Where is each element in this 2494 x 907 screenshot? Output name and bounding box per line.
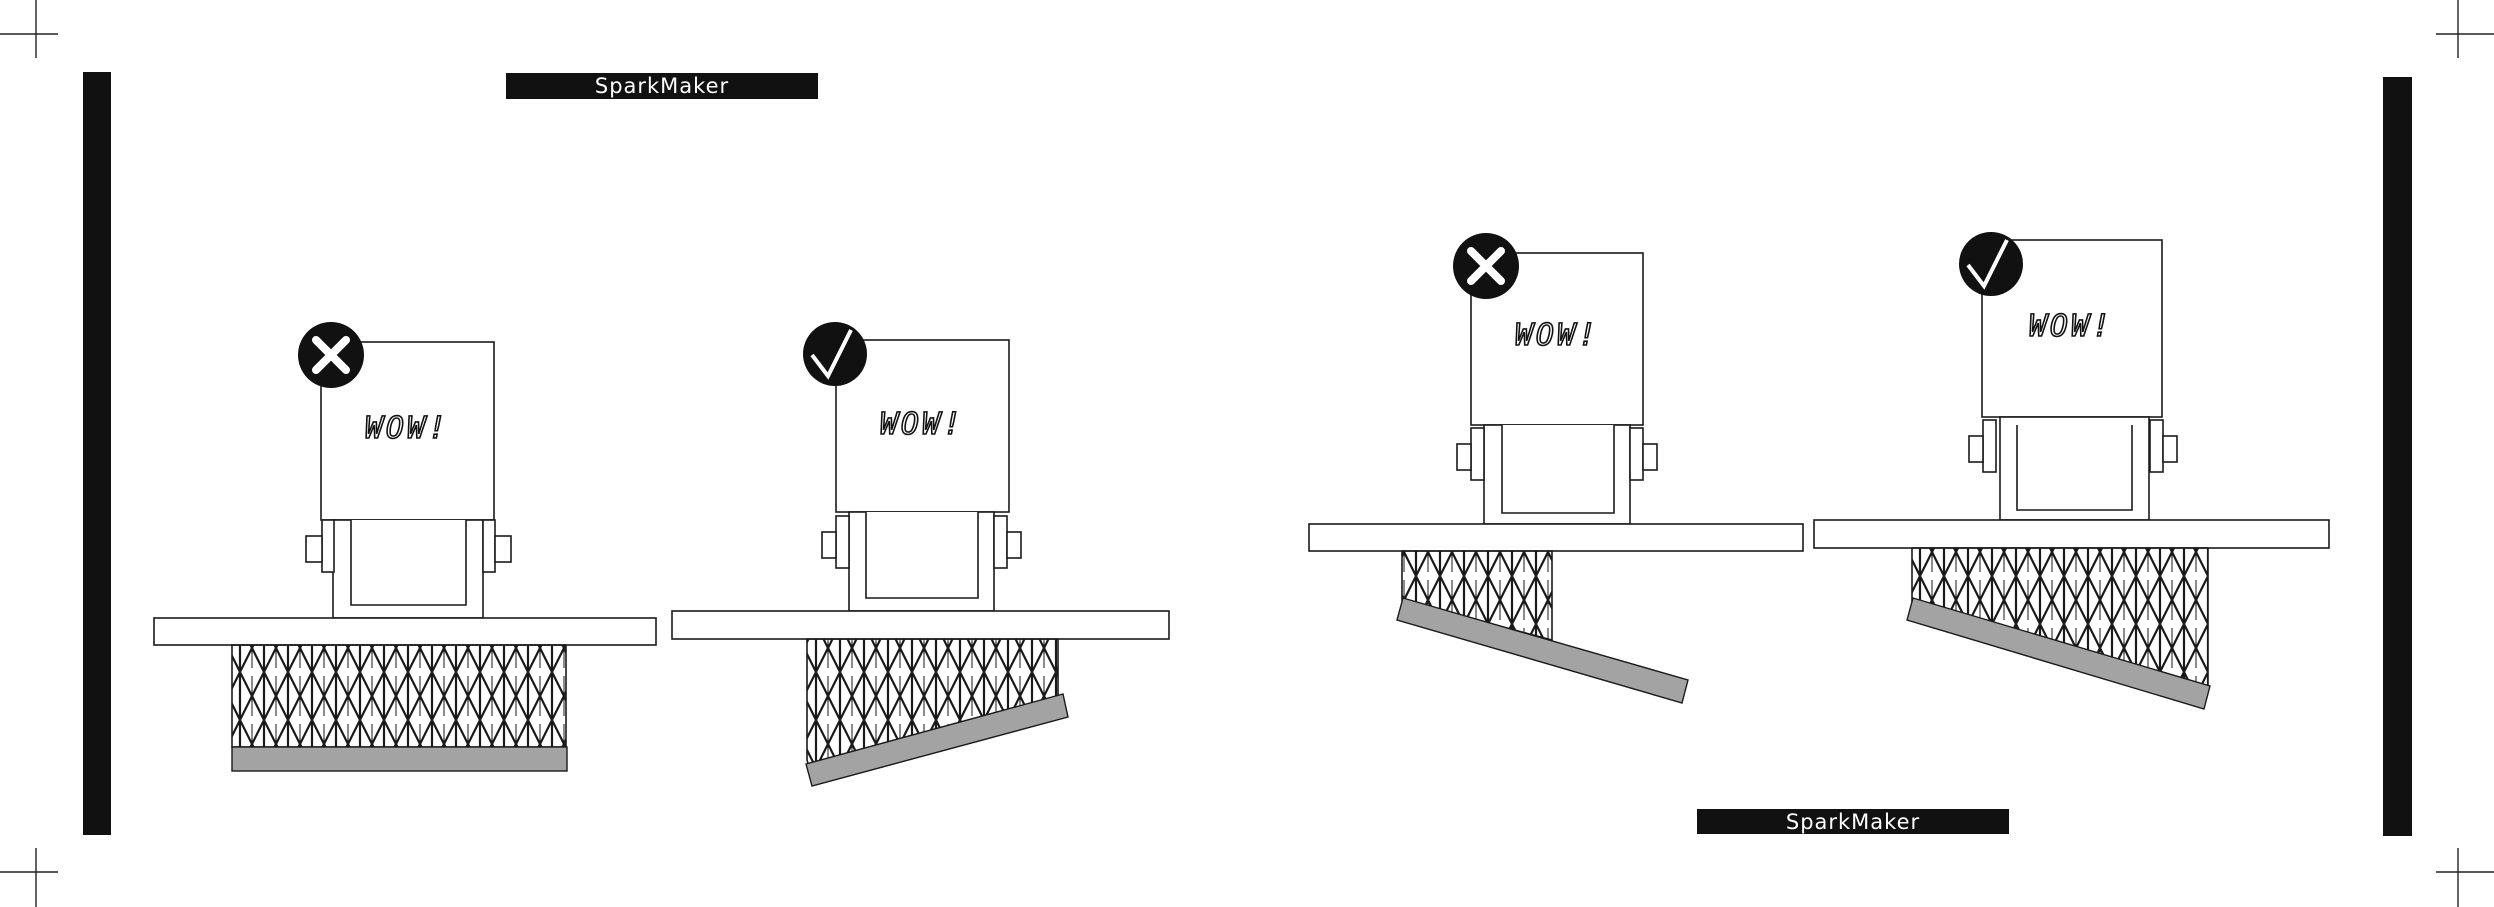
platform-bracket	[1457, 425, 1657, 524]
cross-icon	[1453, 233, 1519, 299]
build-plate	[1814, 520, 2329, 548]
build-plate	[672, 611, 1169, 639]
resin-plate	[232, 747, 567, 771]
platform-bracket	[1969, 417, 2177, 520]
check-icon	[1959, 232, 2023, 296]
panel-4-correct: WOW!	[1814, 232, 2329, 709]
top-logo-text: SparkMaker	[595, 74, 729, 98]
panel-2-correct: WOW!	[672, 322, 1169, 786]
right-side-bar	[2383, 77, 2412, 836]
top-logo-bar: SparkMaker	[506, 73, 818, 99]
bottom-logo-text: SparkMaker	[1786, 810, 1920, 834]
support-lattice	[232, 645, 566, 747]
model-text: WOW!	[880, 407, 964, 442]
platform-bracket	[822, 512, 1021, 611]
panel-1-incorrect: WOW!	[154, 322, 656, 771]
model-text: WOW!	[1515, 318, 1599, 353]
bottom-logo-bar: SparkMaker	[1697, 809, 2009, 834]
platform-bracket	[306, 520, 511, 618]
model-text: WOW!	[365, 411, 449, 446]
model-text: WOW!	[2029, 309, 2113, 344]
left-side-bar	[83, 72, 111, 835]
build-plate	[1309, 524, 1803, 551]
check-icon	[803, 322, 867, 386]
cross-icon	[298, 322, 364, 388]
build-plate	[154, 618, 656, 645]
panel-3-incorrect: WOW!	[1309, 233, 1803, 703]
